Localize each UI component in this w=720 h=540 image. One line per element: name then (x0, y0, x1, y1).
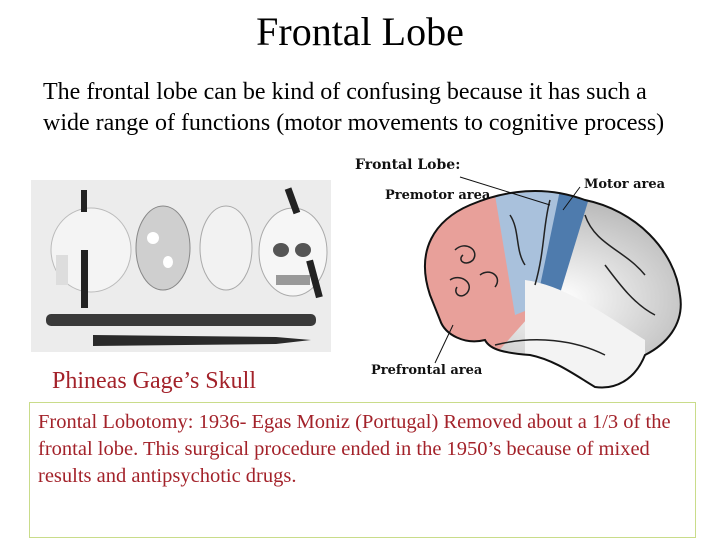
phineas-gage-skull-photo (31, 180, 331, 352)
motor-area-label: Motor area (584, 177, 666, 192)
brain-illustration-icon (424, 176, 682, 389)
brain-diagram: Frontal Lobe: Motor area Premotor area P… (345, 155, 705, 395)
slide-title: Frontal Lobe (256, 9, 464, 54)
skull-photo-caption: Phineas Gage’s Skull (52, 368, 256, 394)
brain-diagram-heading: Frontal Lobe: (355, 157, 461, 173)
skull-photo-icon (31, 180, 331, 352)
intro-paragraph: The frontal lobe can be kind of confusin… (43, 79, 665, 136)
lobotomy-text-box: Frontal Lobotomy: 1936- Egas Moniz (Port… (29, 402, 696, 538)
prefrontal-area-label: Prefrontal area (371, 363, 483, 378)
premotor-area-label: Premotor area (385, 188, 491, 203)
